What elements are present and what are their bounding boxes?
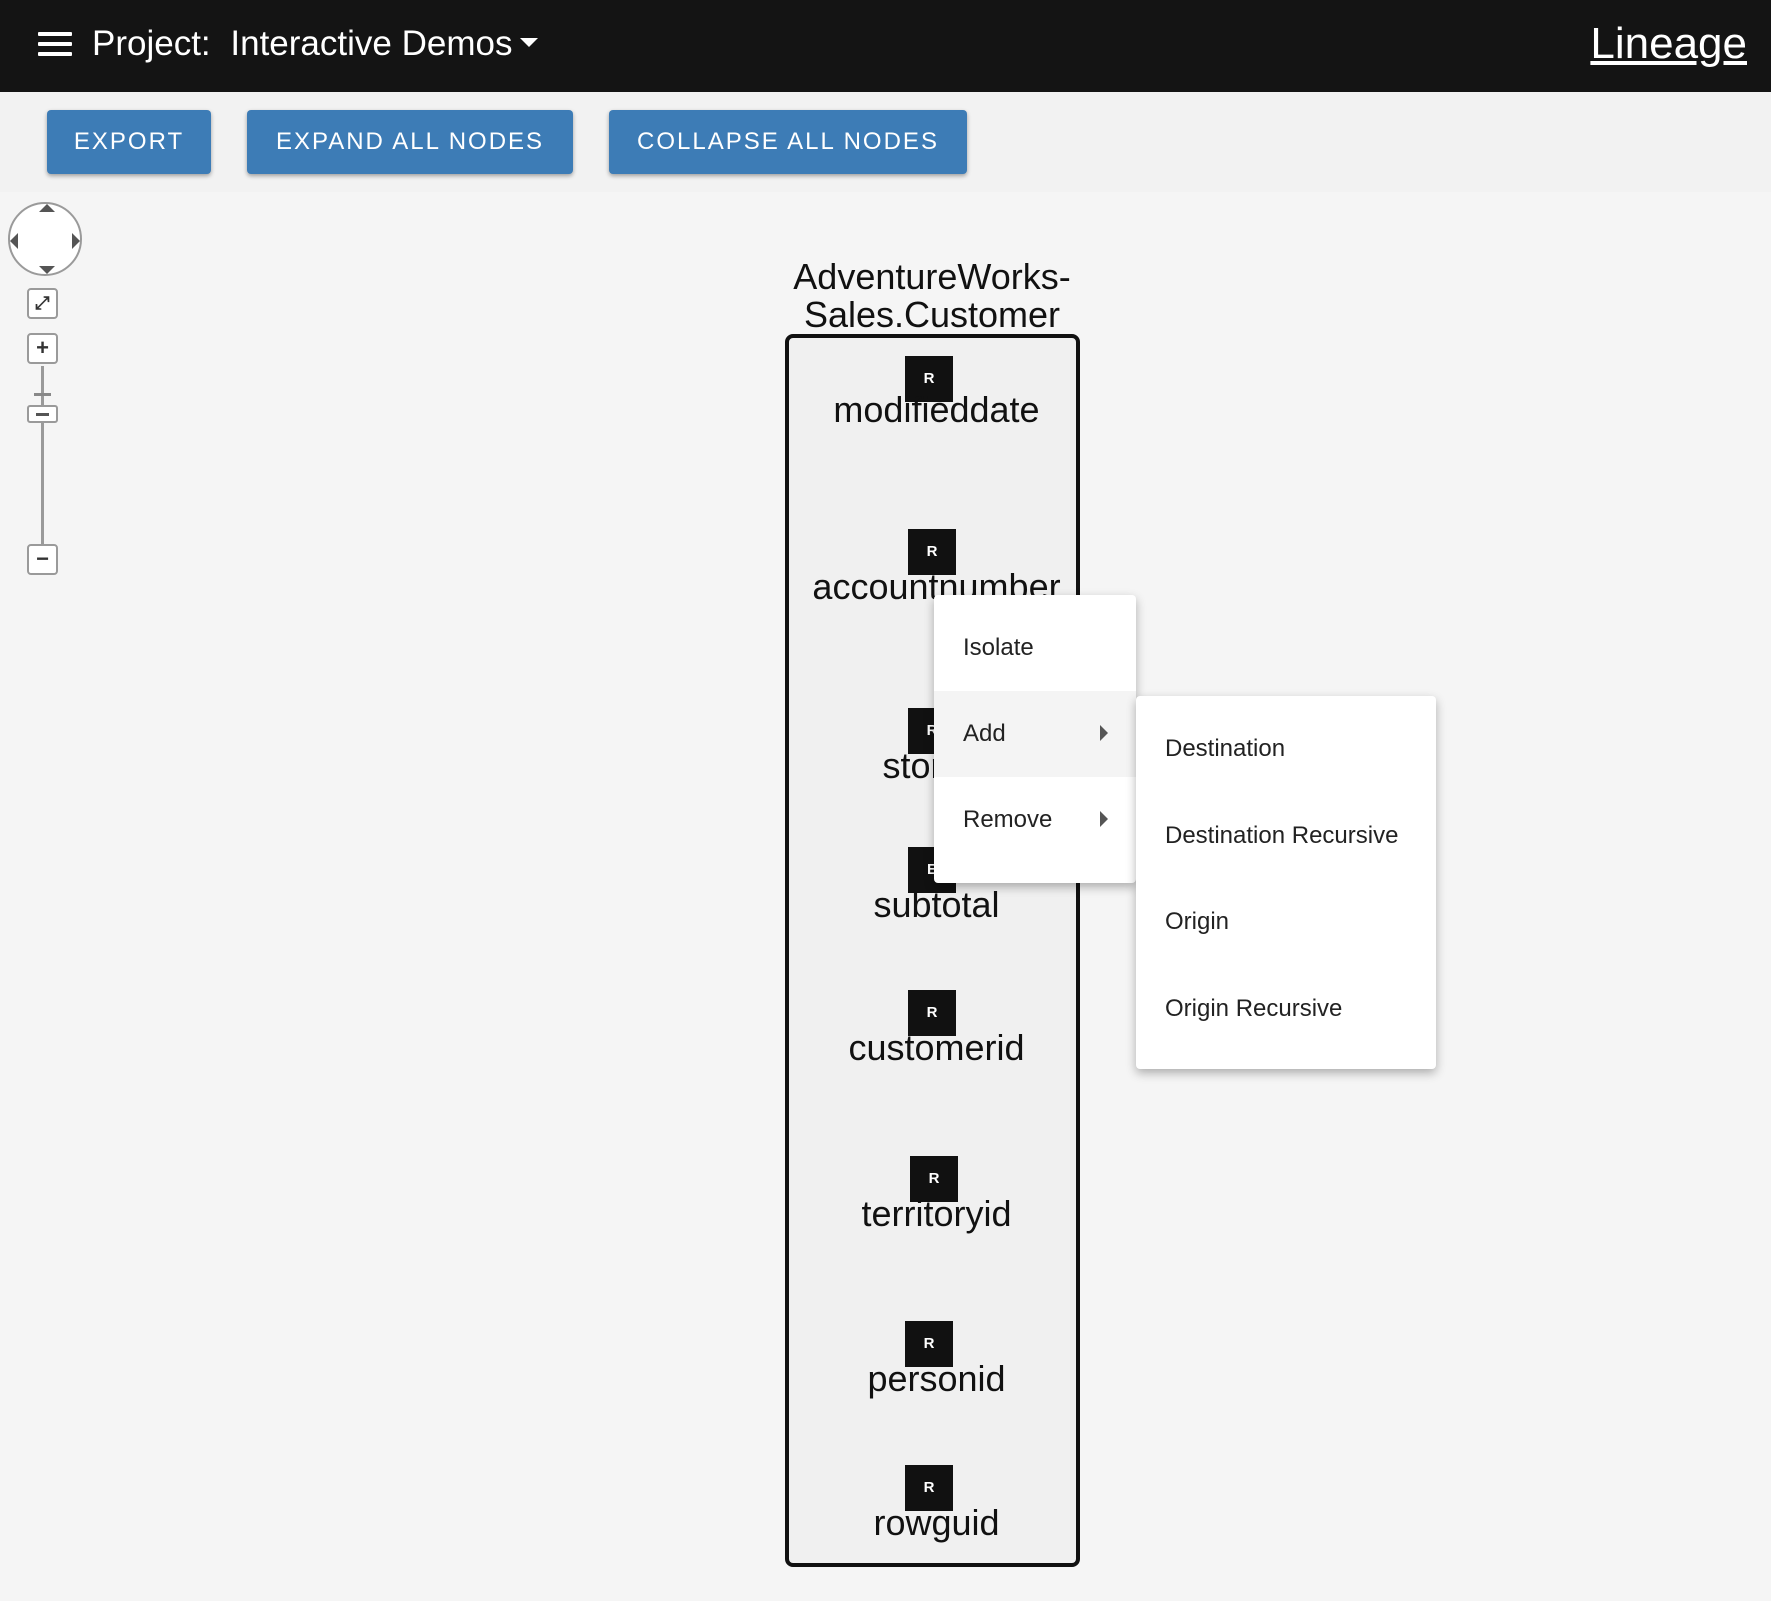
expand-all-nodes-button[interactable]: EXPAND ALL NODES xyxy=(247,110,573,174)
column-badge: R xyxy=(908,529,956,575)
column-badge: R xyxy=(905,356,953,402)
pan-right-icon[interactable] xyxy=(72,233,80,249)
top-bar: Project: Interactive Demos Lineage xyxy=(0,0,1771,92)
project-selector[interactable]: Project: Interactive Demos xyxy=(92,22,539,66)
table-node[interactable]: R modifieddate R accountnumber R storeid… xyxy=(785,334,1080,1567)
submenu-origin[interactable]: Origin xyxy=(1165,908,1230,935)
collapse-all-nodes-button[interactable]: COLLAPSE ALL NODES xyxy=(609,110,967,174)
submenu-destination[interactable]: Destination xyxy=(1165,735,1286,762)
context-menu-add[interactable]: Add xyxy=(934,691,1136,777)
context-menu-remove[interactable]: Remove xyxy=(934,777,1136,863)
column-badge: R xyxy=(905,1465,953,1511)
submenu-destination-recursive[interactable]: Destination Recursive xyxy=(1165,822,1399,849)
node-title: AdventureWorks-Sales.Customer xyxy=(793,256,1071,335)
pan-up-icon[interactable] xyxy=(39,204,55,212)
zoom-slider-track[interactable] xyxy=(41,366,44,544)
menu-item-label: Isolate xyxy=(963,634,1034,661)
column-name: personid xyxy=(867,1358,1006,1399)
brand-link[interactable]: Lineage xyxy=(1590,19,1747,68)
caret-down-icon xyxy=(520,38,539,48)
chevron-right-icon xyxy=(1100,725,1108,741)
toolbar: EXPORT EXPAND ALL NODES COLLAPSE ALL NOD… xyxy=(0,92,1771,192)
pan-down-icon[interactable] xyxy=(39,266,55,274)
submenu-origin-recursive[interactable]: Origin Recursive xyxy=(1165,995,1343,1022)
column-name: modifieddate xyxy=(833,389,1040,430)
column-name: customerid xyxy=(848,1027,1025,1068)
zoom-slider-handle[interactable] xyxy=(27,405,58,423)
menu-item-label: Remove xyxy=(963,806,1053,833)
add-submenu: Destination Destination Recursive Origin… xyxy=(1136,696,1436,1069)
zoom-out-button[interactable]: − xyxy=(27,544,58,575)
hamburger-menu-icon[interactable] xyxy=(38,30,72,58)
column-name: rowguid xyxy=(873,1502,1000,1543)
pan-control[interactable] xyxy=(8,202,82,276)
column-name: subtotal xyxy=(873,884,1000,925)
pan-left-icon[interactable] xyxy=(10,233,18,249)
column-name: territoryid xyxy=(861,1193,1012,1234)
column-badge: R xyxy=(908,990,956,1036)
zoom-slider-tick xyxy=(34,393,51,396)
project-label: Project: xyxy=(92,24,211,63)
project-name: Interactive Demos xyxy=(230,24,513,63)
export-button[interactable]: EXPORT xyxy=(47,110,211,174)
menu-item-label: Add xyxy=(963,720,1006,747)
context-menu-isolate[interactable]: Isolate xyxy=(934,605,1136,691)
column-badge: R xyxy=(910,1156,958,1202)
column-badge: R xyxy=(905,1321,953,1367)
zoom-in-button[interactable]: + xyxy=(27,333,58,364)
fit-view-icon[interactable]: ⤢ xyxy=(27,288,58,319)
chevron-right-icon xyxy=(1100,811,1108,827)
context-menu: Isolate Add Remove xyxy=(934,595,1136,883)
